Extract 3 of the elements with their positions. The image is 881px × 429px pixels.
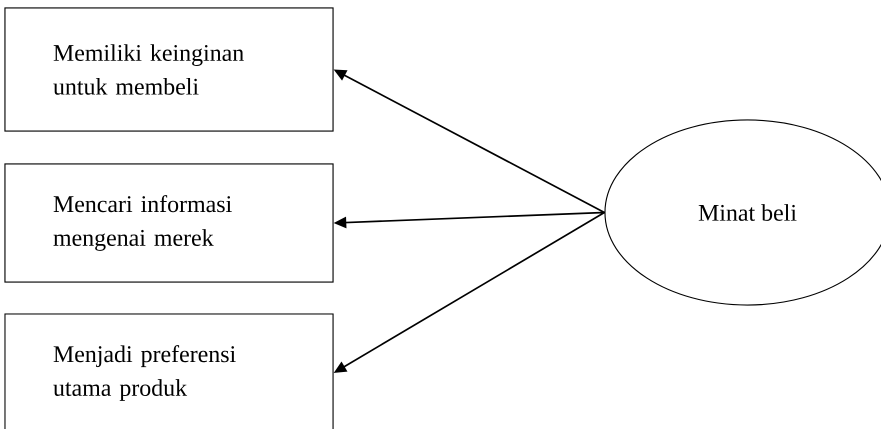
text-box: Mencari informasi mengenai merek <box>4 163 334 283</box>
text-box: Menjadi preferensi utama produk <box>4 313 334 429</box>
text-box: Memiliki keinginan untuk membeli <box>4 7 334 132</box>
